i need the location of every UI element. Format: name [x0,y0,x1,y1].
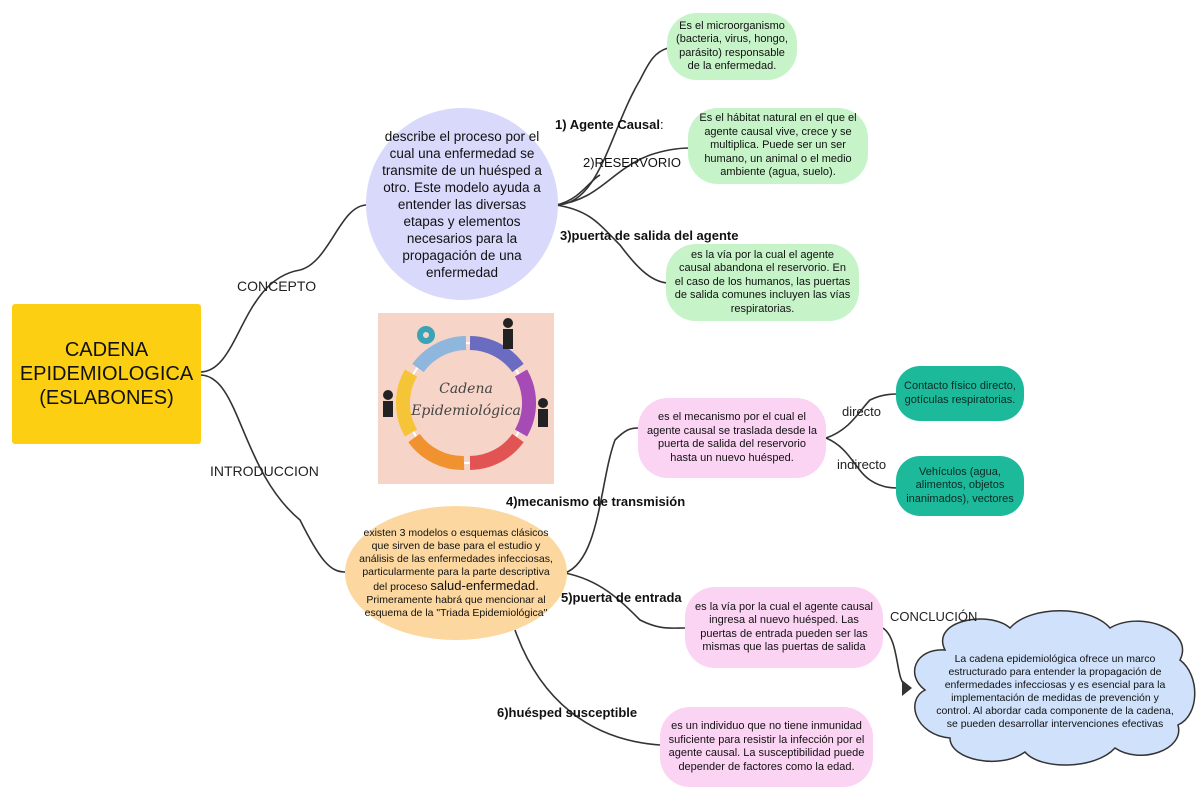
transmission-direct-text: Contacto físico directo, gotículas respi… [904,380,1016,406]
introduccion-part2: Primeramente habrá que mencionar al esqu… [364,593,548,619]
link-1-number: 1) Agente Causal [555,117,660,132]
link-1-description-text: Es el microorganismo (bacteria, virus, h… [676,19,788,73]
concepto-node: describe el proceso por el cual una enfe… [366,108,558,300]
link-3-label: 3)puerta de salida del agente [560,228,739,243]
virus-icon [417,326,435,344]
root-line-2: EPIDEMIOLOGICA [19,363,194,385]
root-line-3: (ESLABONES) [39,387,174,409]
transmission-direct-label: directo [842,404,882,419]
link-2-label: 2)RESERVORIO [583,155,682,170]
link-1-label: 1) Agente Causal: [555,117,664,132]
link-6-description: es un individuo que no tiene inmunidad s… [660,707,873,787]
link-6-label: 6)huésped susceptible [497,705,638,720]
person-icon [503,318,513,349]
link-1-description: Es el microorganismo (bacteria, virus, h… [667,13,797,80]
link-4-description-text: es el mecanismo por el cual el agente ca… [646,411,817,464]
conclusion-text: La cadena epidemiológica ofrece un marco… [936,653,1174,730]
root-line-1: CADENA [64,339,149,361]
link-4-label: 4)mecanismo de transmisión [506,494,686,509]
link-1-suffix: : [660,117,664,132]
image-title-line2: Epidemiológica [410,403,521,419]
conclusion-cloud [914,610,1196,766]
link-2-description: Es el hábitat natural en el que el agent… [688,108,868,184]
transmission-indirect-detail: Vehículos (agua, alimentos, objetos inan… [896,456,1024,516]
cadena-illustration: Cadena Epidemiológica [383,318,548,470]
cadena-epidemiologica-image: Cadena Epidemiológica [378,313,554,484]
host-person-icon [383,390,393,417]
link-5-description-text: es la vía por la cual el agente causal i… [695,600,873,654]
link-5-description: es la vía por la cual el agente causal i… [685,587,883,668]
link-4-description: es el mecanismo por el cual el agente ca… [638,398,826,478]
introduccion-part1: existen 3 modelos o esquemas clásicos qu… [359,526,553,593]
link-2-description-text: Es el hábitat natural en el que el agent… [699,112,857,179]
introduccion-emphasis: salud-enfermedad. [430,577,539,593]
link-3-description: es la vía por la cual el agente causal a… [666,244,859,321]
branch-concepto: CONCEPTO [237,278,317,294]
link-6-description-text: es un individuo que no tiene inmunidad s… [668,720,865,773]
introduccion-node: existen 3 modelos o esquemas clásicos qu… [345,506,567,640]
concepto-text: describe el proceso por el cual una enfe… [382,128,542,280]
conclusion-label: CONCLUCIÓN [890,609,978,624]
transmission-direct-detail: Contacto físico directo, gotículas respi… [896,366,1024,421]
image-title-line1: Cadena [439,381,493,397]
transmission-indirect-text: Vehículos (agua, alimentos, objetos inan… [906,465,1014,505]
root-node: CADENA EPIDEMIOLOGICA (ESLABONES) [12,304,201,444]
transmission-indirect-label: indirecto [837,457,887,472]
link-3-description-text: es la vía por la cual el agente causal a… [674,248,851,315]
sick-person-icon [538,398,548,427]
conclusion-text-box: La cadena epidemiológica ofrece un marco… [935,642,1175,742]
branch-introduccion: INTRODUCCION [210,463,319,479]
introduccion-text: existen 3 modelos o esquemas clásicos qu… [359,527,553,620]
link-5-label: 5)puerta de entrada [561,590,682,605]
